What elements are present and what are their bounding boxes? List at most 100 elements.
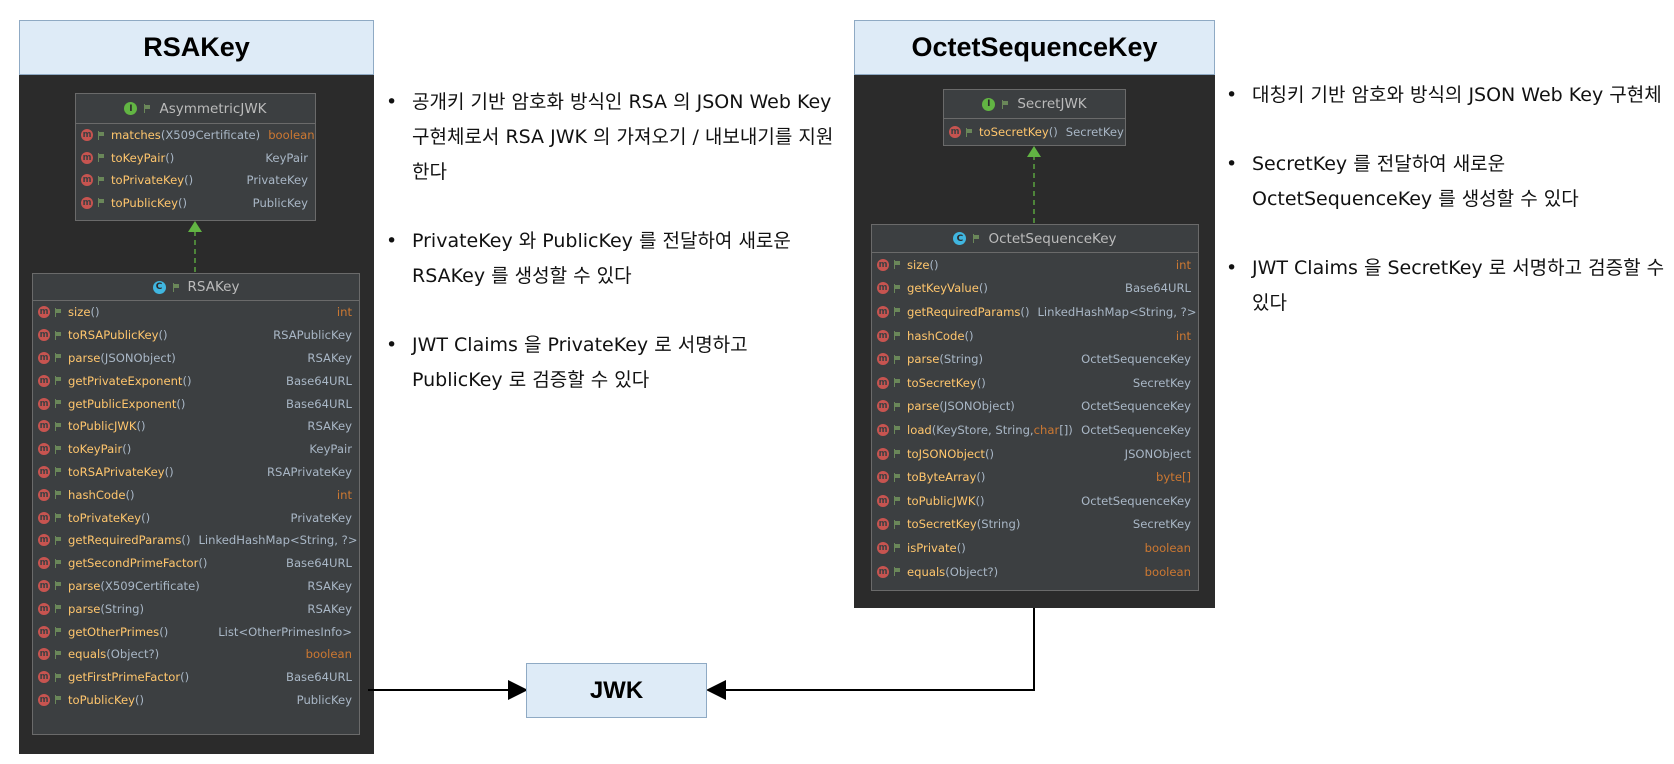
bullet-item: •SecretKey 를 전달하여 새로운 OctetSequenceKey 를… xyxy=(1226,147,1666,217)
class-icon: C xyxy=(152,280,166,294)
method-icon: m xyxy=(877,423,889,436)
method-params: () xyxy=(177,195,188,210)
method-return-type: PublicKey xyxy=(296,692,352,707)
public-visibility-icon xyxy=(893,519,901,529)
method-name: getKeyValue xyxy=(907,281,979,296)
method-icon: m xyxy=(877,305,889,318)
method-return-type: boolean xyxy=(305,647,352,662)
method-icon: m xyxy=(38,465,50,478)
method-return-type: boolean xyxy=(268,128,315,143)
public-visibility-icon xyxy=(54,627,62,637)
method-return-type: OctetSequenceKey xyxy=(1081,352,1191,367)
method-params: () xyxy=(956,540,966,555)
method-return-type: KeyPair xyxy=(265,150,308,165)
method-params: (JSONObject) xyxy=(939,399,1015,414)
method-name: toJSONObject xyxy=(907,446,985,461)
method-name: parse xyxy=(68,578,101,593)
method-name: size xyxy=(68,305,91,320)
method-icon: m xyxy=(38,625,50,638)
method-icon: m xyxy=(38,443,50,456)
method-return-type: SecretKey xyxy=(1132,375,1191,390)
method-return-type: Base64URL xyxy=(286,373,352,388)
method-icon: m xyxy=(81,129,93,142)
method-icon: m xyxy=(38,671,50,684)
method-icon: m xyxy=(877,258,889,271)
bullet-item: • JWT Claims 을 SecretKey 로 서명하고 검증할 수 있다 xyxy=(1226,251,1666,321)
method-name: parse xyxy=(68,601,101,616)
method-return-type: JSONObject xyxy=(1124,446,1191,461)
method-name: getSecondPrimeFactor xyxy=(68,556,199,571)
method-params: () xyxy=(159,624,169,639)
method-params: () xyxy=(164,464,174,479)
method-name: parse xyxy=(907,399,940,414)
method-return-type: SecretKey xyxy=(1065,125,1124,139)
method-icon: m xyxy=(81,196,93,209)
method-icon: m xyxy=(81,151,93,164)
rsakey-implements-arrowhead xyxy=(188,221,202,232)
method-icon: m xyxy=(38,693,50,706)
method-params: () xyxy=(1020,304,1030,319)
method-name: toPrivateKey xyxy=(68,510,142,525)
method-icon: m xyxy=(877,329,889,342)
method-name: toByteArray xyxy=(907,470,977,485)
bullet-text: JWT Claims 을 SecretKey 로 서명하고 검증할 수 있다 xyxy=(1252,257,1665,314)
bullet-text: PrivateKey 와 PublicKey 를 전달하여 새로운 RSAKey… xyxy=(412,230,791,287)
rsakey-panel-title: RSAKey xyxy=(19,20,374,75)
method-return-type: Base64URL xyxy=(286,396,352,411)
method-name: getRequiredParams xyxy=(68,533,182,548)
bullet-dot-icon: • xyxy=(1226,153,1238,175)
public-visibility-icon xyxy=(97,153,105,163)
method-return-type: LinkedHashMap<String, ?> xyxy=(198,533,358,548)
public-visibility-icon xyxy=(54,535,62,545)
method-icon: m xyxy=(38,557,50,570)
method-params: () xyxy=(198,556,208,571)
method-name: hashCode xyxy=(907,328,965,343)
method-icon: m xyxy=(38,511,50,524)
bullet-dot-icon: • xyxy=(1226,257,1238,279)
method-params: () xyxy=(125,487,135,502)
method-params: (Object?) xyxy=(106,647,160,662)
method-icon: m xyxy=(877,518,889,531)
method-name: parse xyxy=(68,350,101,365)
public-visibility-icon xyxy=(97,175,105,185)
public-visibility-icon xyxy=(54,421,62,431)
method-params-end: []) xyxy=(1059,422,1073,437)
public-visibility-icon xyxy=(54,695,62,705)
method-params: () xyxy=(976,470,986,485)
public-visibility-icon xyxy=(893,401,901,411)
method-name: toSecretKey xyxy=(907,517,977,532)
method-icon: m xyxy=(877,400,889,413)
rsakey-description: • 공개키 기반 암호화 방식인 RSA 의 JSON Web Key 구현체로서… xyxy=(386,85,836,432)
bullet-text: 공개키 기반 암호화 방식인 RSA 의 JSON Web Key 구현체로서 … xyxy=(412,91,834,183)
method-return-type: OctetSequenceKey xyxy=(1081,399,1191,414)
public-visibility-icon xyxy=(54,490,62,500)
method-params: () xyxy=(165,150,175,165)
public-visibility-icon xyxy=(893,260,901,270)
bullet-dot-icon: • xyxy=(386,230,398,252)
method-name: toSecretKey xyxy=(907,375,977,390)
method-return-type: RSAKey xyxy=(307,601,352,616)
method-name: equals xyxy=(68,647,107,662)
